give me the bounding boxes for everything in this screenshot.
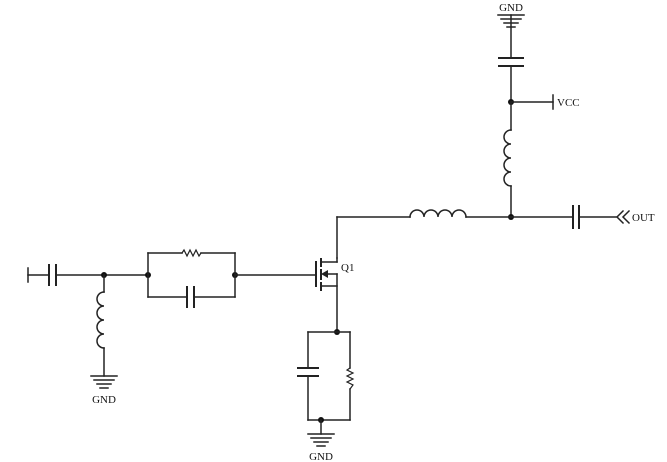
- drain-choke-inductor: [503, 101, 512, 218]
- gnd-bottom-label: GND: [309, 451, 333, 462]
- input-coupling-capacitor: [48, 264, 149, 286]
- input-shunt-inductor: [96, 274, 105, 377]
- left-gnd-symbol: [90, 375, 118, 389]
- gate-capacitor: [147, 286, 236, 308]
- gnd-top-label: GND: [499, 2, 523, 14]
- vcc-stub: [510, 94, 554, 110]
- input-port-stub: [27, 267, 50, 283]
- bottom-gnd-symbol: [307, 433, 335, 447]
- source-resistor: [345, 367, 355, 390]
- out-label: OUT: [632, 212, 655, 224]
- q1-mosfet: [315, 257, 338, 333]
- top-gnd-symbol: [497, 14, 525, 59]
- gate-resistor: [147, 248, 236, 298]
- series-output-inductor: [336, 209, 512, 218]
- q1-label: Q1: [341, 262, 354, 274]
- output-coupling-capacitor: [510, 205, 617, 229]
- out-port-arrow-icon: [615, 209, 631, 225]
- source-capacitor: [297, 367, 319, 377]
- vcc-label: VCC: [557, 97, 580, 109]
- gnd-left-label: GND: [92, 394, 116, 406]
- source-rc-frame: [307, 331, 351, 421]
- decoupling-capacitor: [498, 57, 524, 103]
